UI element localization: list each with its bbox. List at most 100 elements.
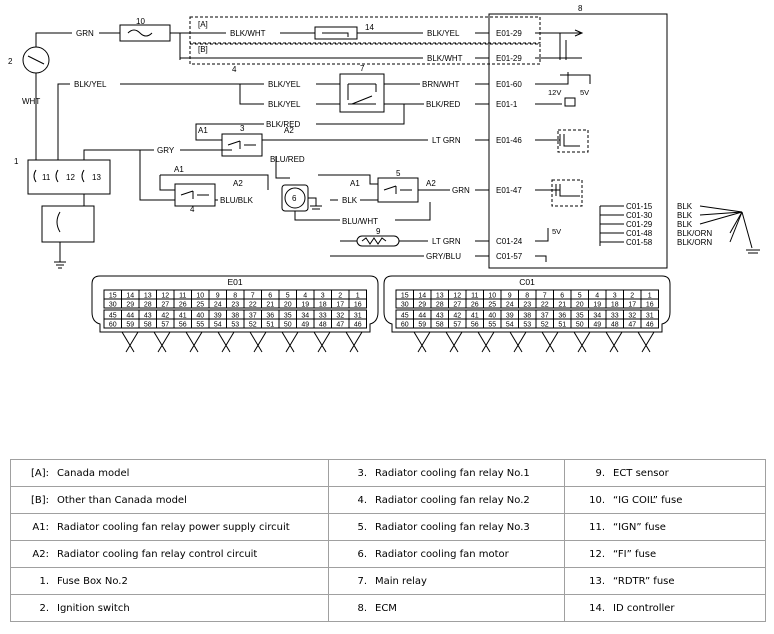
legend-text: Main relay	[375, 575, 427, 587]
connector-pin: 16	[354, 302, 362, 309]
legend-text: “IGN” fuse	[613, 521, 666, 533]
wire-blk-red-mid: BLK/RED	[266, 120, 300, 129]
connector-pin: 50	[284, 322, 292, 329]
connector-pin: 22	[249, 302, 257, 309]
connector-pin: 52	[541, 322, 549, 329]
wire-gry-blu: GRY/BLU	[426, 252, 461, 261]
connector-pin: 17	[628, 302, 636, 309]
connector-pin: 24	[214, 302, 222, 309]
connector-pin: 34	[593, 313, 601, 320]
legend-cell: A2:Radiator cooling fan relay control ci…	[10, 540, 329, 568]
connector-pin: 30	[109, 302, 117, 309]
connector-pin: 43	[144, 313, 152, 320]
wire-lt-grn-2: LT GRN	[432, 237, 461, 246]
connector-pin: 45	[109, 313, 117, 320]
ground-wire	[699, 211, 743, 216]
connector-pin: 17	[336, 302, 344, 309]
connector-pin: 35	[576, 313, 584, 320]
connector-pin: 40	[196, 313, 204, 320]
relay-2-a1: A1	[174, 165, 184, 174]
connector-pin: 3	[613, 293, 617, 300]
connector-pin: 37	[541, 313, 549, 320]
connector-pin: 2	[630, 293, 634, 300]
wire-gry: GRY	[157, 146, 175, 155]
legend-key: 13.	[589, 575, 605, 587]
connector-pin: 13	[144, 293, 152, 300]
relay-2-symbol	[174, 183, 216, 207]
relay-1-number: 3	[240, 124, 245, 133]
legend-key: 6.	[357, 548, 367, 560]
legend-cell: 2.Ignition switch	[10, 594, 329, 622]
ect-sensor-number: 9	[376, 227, 381, 236]
legend-text: Radiator cooling fan relay No.2	[375, 494, 530, 506]
ground-wire-label: BLK	[677, 220, 693, 229]
ground-pin-label: C01-48	[626, 229, 653, 238]
connector-pin: 15	[109, 293, 117, 300]
connector-pin: 20	[576, 302, 584, 309]
connector-pin: 19	[593, 302, 601, 309]
connector-pin: 29	[418, 302, 426, 309]
connector-pin: 29	[126, 302, 134, 309]
connector-pin: 36	[266, 313, 274, 320]
connector-pin-cell	[640, 298, 659, 309]
connector-pin: 36	[558, 313, 566, 320]
connector-pin: 10	[488, 293, 496, 300]
wire-blk-red-right: BLK/RED	[426, 100, 460, 109]
connector-pin: 27	[453, 302, 461, 309]
connector-pin: 49	[301, 322, 309, 329]
connector-pin: 26	[179, 302, 187, 309]
legend-key: 12.	[589, 548, 605, 560]
legend-key: 11.	[589, 521, 605, 533]
connector-pin: 25	[196, 302, 204, 309]
connector-pin: 46	[354, 322, 362, 329]
legend-text: “IG COIL” fuse	[613, 494, 683, 506]
fuse-12-number: 12	[66, 173, 75, 182]
connector-wire-bundle	[153, 331, 171, 353]
connector-pin: 53	[523, 322, 531, 329]
connector-wire-bundle	[477, 331, 495, 353]
voltage-5v: 5V	[580, 88, 589, 97]
connector-pin: 6	[268, 293, 272, 300]
ground-pin-label: C01-15	[626, 202, 653, 211]
connector-pin: 43	[436, 313, 444, 320]
connector-pin: 19	[301, 302, 309, 309]
main-relay-symbol	[339, 73, 385, 113]
wire-grn-top: GRN	[76, 29, 94, 38]
ecm-pin-8: C01-57	[496, 252, 523, 261]
wire-blk-wht-b: BLK/WHT	[427, 54, 463, 63]
ecm-pin-5: E01-46	[496, 136, 522, 145]
connector-wire-bundle	[541, 331, 559, 353]
connector-pin: 22	[541, 302, 549, 309]
connector-wire-bundle	[509, 331, 527, 353]
voltage-5v-b: 5V	[552, 227, 561, 236]
legend-text: ID controller	[613, 602, 675, 614]
connector-pin: 55	[488, 322, 496, 329]
legend-text: Fuse Box No.2	[57, 575, 128, 587]
connector-pin: 41	[179, 313, 187, 320]
legend-text: ECM	[375, 602, 397, 614]
fuse-11-number: 11	[42, 173, 51, 182]
relay-2-a2: A2	[233, 179, 243, 188]
connector-wire-bundle	[637, 331, 655, 353]
connector-pin: 31	[646, 313, 654, 320]
legend-cell: A1:Radiator cooling fan relay power supp…	[10, 513, 329, 541]
connector-pin: 56	[471, 322, 479, 329]
legend-text: Radiator cooling fan relay power supply …	[57, 521, 290, 533]
connector-pin: 34	[301, 313, 309, 320]
connector-pin: 38	[523, 313, 531, 320]
legend-key: 7.	[357, 575, 367, 587]
connector-pin: 58	[144, 322, 152, 329]
connector-name: E01	[227, 277, 242, 287]
legend-text: Radiator cooling fan motor	[375, 548, 509, 560]
legend-cell: 14.ID controller	[564, 594, 766, 622]
connector-pin: 20	[284, 302, 292, 309]
connector-pin: 6	[560, 293, 564, 300]
relay-3-a2: A2	[426, 179, 436, 188]
relay-3-number: 5	[396, 169, 401, 178]
ecm-number: 8	[578, 4, 583, 13]
relay-1-a2: A2	[284, 126, 294, 135]
connector-name: C01	[519, 277, 535, 287]
connector-pin: 13	[436, 293, 444, 300]
